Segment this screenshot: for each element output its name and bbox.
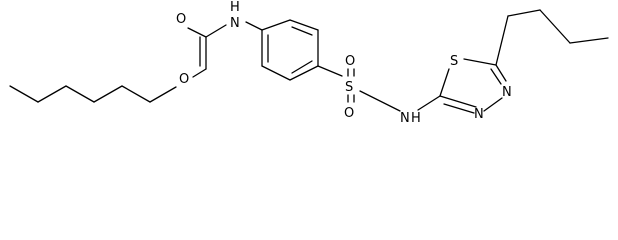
atom-s-thiadiazole: S [450, 54, 458, 69]
bond-nh-ring [245, 21, 263, 31]
bond-ester-o-carbon [192, 68, 207, 78]
bond-ring-2 [289, 19, 319, 31]
bond-butyl-1 [495, 15, 509, 66]
bond-hexyl-5 [121, 85, 151, 103]
bond-ring-inner-2 [291, 60, 313, 74]
atom-n-ring-2: N [474, 107, 484, 122]
atom-o-sulfonyl-bottom: O [344, 106, 354, 121]
bond-s1-c5 [463, 58, 497, 66]
bond-hexyl-4 [93, 85, 123, 103]
atom-n-ring-1: N [502, 85, 512, 100]
bond-c2-s1 [439, 68, 450, 97]
sulfonyl-group [317, 65, 441, 112]
bond-s-n [359, 90, 401, 112]
atom-o-ester: O [179, 72, 189, 87]
bond-carbon-nh [205, 24, 227, 38]
atom-h-carbamate: H [230, 0, 240, 15]
bond-ring-inner-1 [291, 26, 313, 36]
hexyl-chain [9, 85, 177, 103]
bond-n-ring [417, 95, 441, 111]
atom-o-sulfonyl-top: O [345, 54, 355, 69]
bond-butyl-3 [539, 9, 571, 44]
bond-c5-n4-2 [490, 68, 502, 85]
atom-labels: O O H N O S O N H S N N [176, 0, 512, 126]
bond-ring-4 [289, 65, 319, 81]
bond-hexyl-2 [37, 85, 67, 103]
carbamate-group [187, 21, 263, 78]
bond-n4-n3 [483, 97, 503, 112]
atom-s-sulfonyl: S [345, 80, 353, 95]
atom-o-carbonyl: O [176, 12, 186, 27]
bond-n3-c2-2 [443, 103, 475, 114]
bond-ring-1 [261, 19, 291, 31]
structure-diagram: O O H N O S O N H S N N [9, 0, 609, 126]
bond-hexyl-3 [65, 85, 95, 103]
atom-h-sulfonamide: H [411, 111, 421, 126]
bond-ring-5 [261, 65, 291, 81]
benzene-ring [261, 19, 319, 81]
bond-ring-sulfur [317, 65, 343, 77]
atom-n-sulfonamide: N [400, 111, 410, 126]
butyl-chain [495, 9, 609, 66]
bond-butyl-4 [569, 37, 609, 44]
bond-butyl-2 [507, 9, 541, 17]
bond-c5-n4-1 [495, 64, 507, 82]
bond-carbonyl-o-link [187, 27, 207, 38]
bond-hexyl-6 [149, 86, 177, 103]
bond-n3-c2-1 [439, 95, 477, 108]
atom-n-carbamate: N [230, 16, 240, 31]
thiadiazole-ring [439, 58, 507, 114]
bond-hexyl-1 [9, 85, 39, 103]
